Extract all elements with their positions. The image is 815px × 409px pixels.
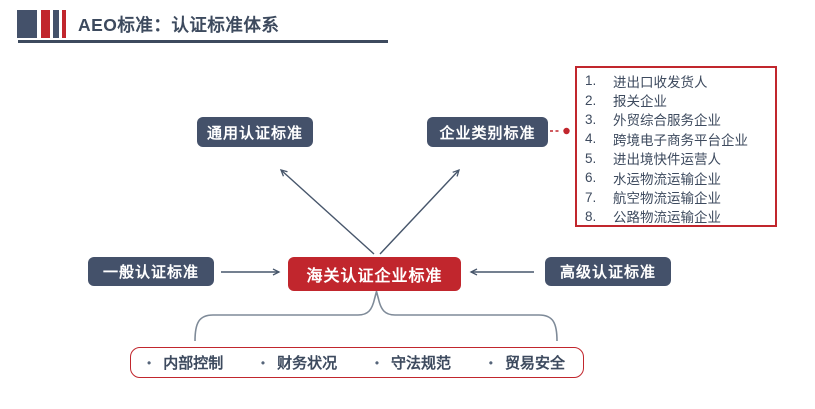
list-item-number: 4.	[585, 131, 597, 147]
list-item-number: 1.	[585, 73, 597, 89]
bullet-icon: •	[374, 355, 380, 370]
enterprise-category-list: 1. 进出口收发货人 2. 报关企业 3. 外贸综合服务企业 4. 跨境电子商务…	[575, 66, 777, 227]
criteria-item-text: 贸易安全	[504, 355, 565, 372]
list-item-number: 5.	[585, 150, 597, 166]
list-item-text: 报关企业	[613, 94, 667, 110]
bullet-icon: •	[147, 355, 152, 370]
arrow-to-general-standard	[281, 170, 375, 255]
header-underline	[18, 40, 388, 43]
logo-bar	[62, 10, 66, 38]
criteria-box: • 内部控制 • 财务状况 • 守法规范 • 贸易安全	[130, 347, 584, 378]
criteria-item-text: 财务状况	[277, 355, 338, 372]
list-item-text: 公路物流运输企业	[613, 210, 721, 226]
logo-bar	[17, 10, 37, 38]
list-item: 6. 水运物流运输企业	[585, 168, 771, 187]
node-general-cert-standard: 通用认证标准	[197, 117, 313, 147]
criteria-item: • 守法规范	[375, 352, 451, 373]
list-item-text: 航空物流运输企业	[613, 191, 721, 207]
page-title: AEO标准：认证标准体系	[78, 15, 280, 35]
list-item: 1. 进出口收发货人	[585, 71, 771, 90]
list-item-text: 水运物流运输企业	[613, 171, 721, 187]
node-enterprise-category-standard: 企业类别标准	[427, 117, 548, 147]
list-item: 4. 跨境电子商务平台企业	[585, 129, 771, 148]
list-item-number: 7.	[585, 189, 597, 205]
connector-dot	[563, 127, 570, 135]
list-item-text: 进出境快件运营人	[613, 152, 721, 168]
list-item: 2. 报关企业	[585, 90, 771, 110]
brace-connector	[194, 288, 558, 342]
list-item-text: 进出口收发货人	[613, 74, 708, 90]
list-item: 8. 公路物流运输企业	[585, 207, 771, 226]
criteria-item-text: 内部控制	[163, 355, 224, 372]
list-item-text: 外贸综合服务企业	[613, 113, 721, 129]
list-item-text: 跨境电子商务平台企业	[613, 132, 748, 148]
logo-bar	[41, 10, 50, 38]
node-advanced-cert-standard: 高级认证标准	[545, 257, 671, 286]
criteria-item-text: 守法规范	[391, 355, 452, 372]
criteria-item: • 贸易安全	[489, 352, 565, 373]
criteria-item: • 内部控制	[147, 352, 223, 373]
node-customs-certified-enterprise-standard: 海关认证企业标准	[288, 257, 461, 291]
list-item-number: 3.	[585, 111, 597, 127]
arrow-to-category-standard	[379, 170, 459, 255]
list-item-number: 6.	[585, 170, 597, 186]
list-item: 5. 进出境快件运营人	[585, 149, 771, 168]
node-basic-cert-standard: 一般认证标准	[88, 257, 214, 286]
bullet-icon: •	[260, 355, 266, 370]
list-item: 3. 外贸综合服务企业	[585, 110, 771, 129]
list-item: 7. 航空物流运输企业	[585, 187, 771, 207]
list-item-number: 8.	[585, 208, 597, 224]
bar-logo-icon	[17, 10, 66, 38]
criteria-item: • 财务状况	[261, 352, 337, 373]
bullet-icon: •	[488, 355, 493, 370]
logo-bar	[53, 10, 59, 38]
list-item-number: 2.	[585, 92, 597, 108]
